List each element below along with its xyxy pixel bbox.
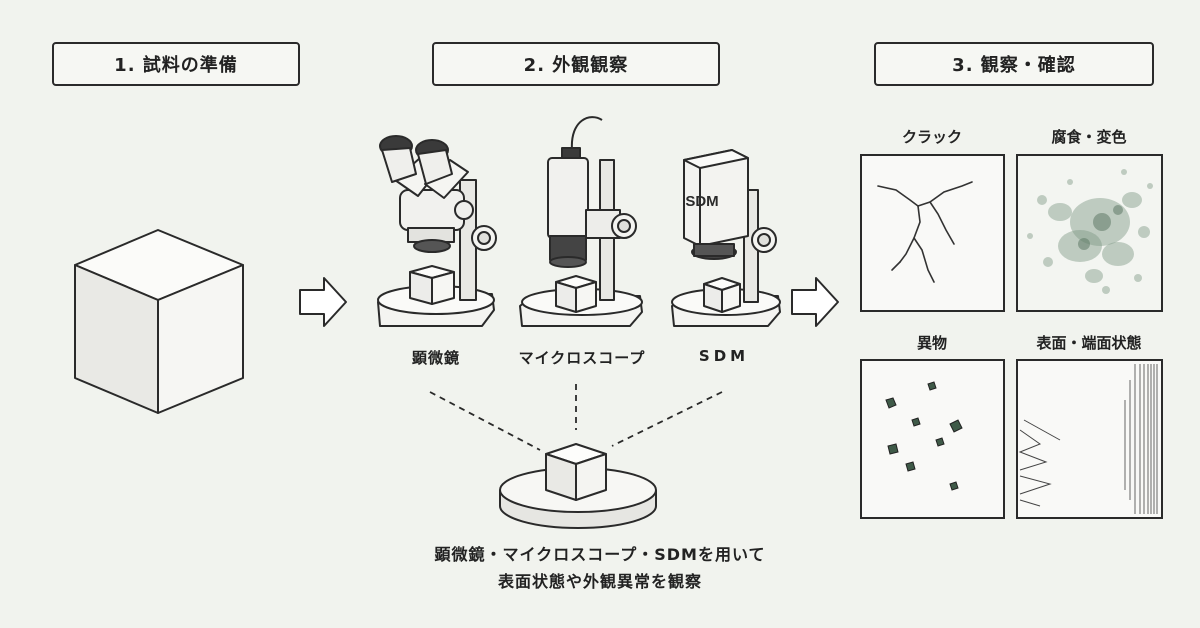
caption-line-2: 表面状態や外観異常を観察 bbox=[497, 572, 702, 591]
step-1-box: 1. 試料の準備 bbox=[52, 42, 300, 86]
observation-label-corrosion: 腐食・変色 bbox=[1051, 128, 1127, 146]
stereo-microscope-icon bbox=[377, 135, 497, 327]
foreign-matter-panel bbox=[860, 359, 1005, 519]
step-2-box: 2. 外観観察 bbox=[432, 42, 720, 86]
sdm-body-label: SDM bbox=[685, 193, 718, 210]
sdm-microscope-icon bbox=[671, 149, 781, 327]
observation-label-foreign-matter: 異物 bbox=[916, 334, 948, 352]
arrow-right-icon bbox=[791, 277, 839, 327]
crack-panel bbox=[860, 154, 1005, 312]
caption-line-1: 顕微鏡・マイクロスコープ・SDMを用いて bbox=[434, 545, 766, 564]
sample-cube-icon bbox=[74, 229, 244, 414]
sample-stage-icon bbox=[499, 443, 657, 529]
instrument-label-digital-microscope: マイクロスコープ bbox=[518, 349, 646, 367]
dashed-connectors bbox=[429, 384, 723, 451]
instrument-label-sdm: SDM bbox=[698, 347, 750, 365]
digital-microscope-icon bbox=[519, 116, 643, 327]
instrument-label-microscope: 顕微鏡 bbox=[411, 349, 461, 367]
observation-label-crack: クラック bbox=[901, 128, 963, 146]
corrosion-panel bbox=[1016, 154, 1163, 312]
arrow-right-icon bbox=[299, 277, 347, 327]
observation-label-surface-edge: 表面・端面状態 bbox=[1036, 334, 1142, 352]
surface-edge-panel bbox=[1016, 359, 1163, 519]
step-3-box: 3. 観察・確認 bbox=[874, 42, 1154, 86]
caption: 顕微鏡・マイクロスコープ・SDMを用いて 表面状態や外観異常を観察 bbox=[300, 541, 900, 595]
